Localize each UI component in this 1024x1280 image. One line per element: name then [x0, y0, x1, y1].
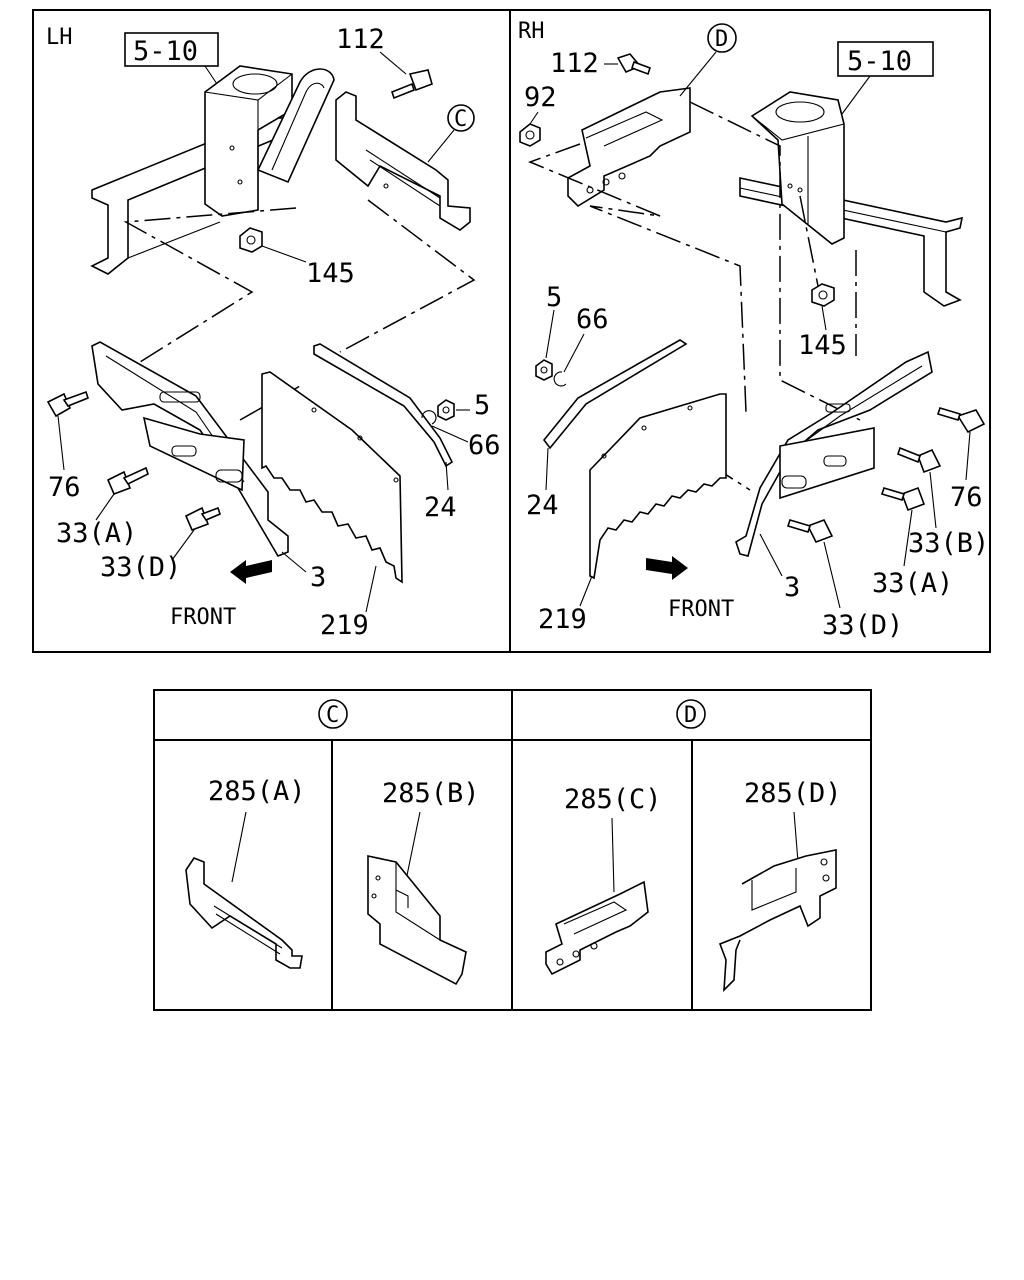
rh-side-label: RH — [518, 19, 545, 44]
lh-bracket-c[interactable] — [335, 91, 471, 231]
rh-callout-d: D — [715, 27, 728, 52]
lh-callout-5: 5 — [474, 390, 490, 421]
lh-front-arrow-icon — [230, 560, 272, 584]
rh-callout-112: 112 — [550, 48, 599, 79]
detail-cell-285b[interactable]: 285(B) — [367, 778, 480, 986]
rh-callout-33d: 33(D) — [822, 610, 903, 641]
rh-stay-24[interactable] — [542, 339, 688, 450]
rh-callout-33a: 33(A) — [872, 568, 953, 599]
detail-cell-285c[interactable]: 285(C) — [545, 784, 662, 976]
lh-callout-145: 145 — [306, 258, 355, 289]
detail-header-c: C — [318, 699, 348, 729]
lh-callout-c: C — [454, 107, 467, 132]
rh-ref-box[interactable] — [837, 41, 934, 77]
detail-header-d: D — [676, 699, 706, 729]
lh-washer-66[interactable] — [421, 410, 437, 425]
rh-ref-box-label: 5-10 — [847, 46, 912, 77]
lh-ref-box[interactable] — [124, 32, 219, 67]
lh-mud-flap-219[interactable] — [261, 371, 403, 584]
rh-stand-bracket — [750, 91, 845, 245]
lh-side-label: LH — [46, 25, 73, 50]
detail-label-285b: 285(B) — [382, 778, 480, 809]
rh-callout-3: 3 — [784, 572, 800, 603]
lh-callout-66: 66 — [468, 430, 501, 461]
rh-washer-66[interactable] — [553, 371, 567, 387]
rh-front-label: FRONT — [668, 597, 734, 622]
main-frame — [32, 9, 991, 653]
detail-header-c-label: C — [326, 703, 339, 728]
lh-bolt-33d[interactable] — [184, 506, 221, 532]
rh-assembly-line-2 — [689, 101, 861, 421]
detail-label-285a: 285(A) — [208, 776, 306, 807]
lh-stay-24[interactable] — [313, 343, 454, 468]
lh-callout-112: 112 — [336, 24, 385, 55]
rh-callout-24: 24 — [526, 490, 559, 521]
detail-label-285d: 285(D) — [744, 778, 842, 809]
detail-table: C D 285(A) 285(B) 285(C) — [153, 689, 872, 1011]
rh-nut-5[interactable] — [535, 359, 553, 381]
rh-callout-76: 76 — [950, 482, 983, 513]
rh-mudguard-bracket-3[interactable] — [735, 350, 933, 557]
lh-nut-145[interactable] — [239, 227, 263, 253]
rh-assembly-line-1 — [527, 143, 747, 413]
detail-label-285c: 285(C) — [564, 784, 662, 815]
detail-cell-285a[interactable]: 285(A) — [185, 776, 306, 969]
rh-nut-145[interactable] — [811, 283, 835, 307]
lh-nut-5[interactable] — [437, 399, 455, 421]
lh-panel: LH 5-10 112 — [46, 24, 501, 641]
rh-callout-33b: 33(B) — [908, 528, 989, 559]
rh-callout-219: 219 — [538, 604, 587, 635]
lh-mudguard-bracket-3[interactable] — [91, 341, 289, 557]
lh-callout-219: 219 — [320, 610, 369, 641]
detail-header-d-label: D — [684, 703, 697, 728]
rh-nut-92[interactable] — [519, 123, 541, 147]
detail-cell-285d[interactable]: 285(D) — [718, 778, 842, 993]
lh-callout-33a: 33(A) — [56, 518, 137, 549]
rh-bolt-112[interactable] — [616, 53, 652, 76]
rh-callout-92: 92 — [524, 82, 557, 113]
rh-bracket-d[interactable] — [567, 87, 691, 208]
rh-bolt-76[interactable] — [936, 407, 986, 434]
rh-frame-rail — [739, 177, 964, 307]
rh-callout-66: 66 — [576, 304, 609, 335]
rh-mud-flap-219[interactable] — [589, 393, 727, 580]
rh-panel: RH 5-10 112 92 — [518, 19, 989, 641]
lh-stand-bracket — [204, 65, 335, 217]
lh-assembly-line-2 — [339, 199, 476, 353]
rh-bolt-33a[interactable] — [880, 486, 926, 512]
lh-assembly-line-1 — [123, 207, 297, 363]
lh-ref-box-label: 5-10 — [133, 36, 198, 67]
rh-callout-5: 5 — [546, 282, 562, 313]
lh-callout-33d: 33(D) — [100, 552, 181, 583]
rh-bolt-33d[interactable] — [786, 518, 834, 544]
lh-bolt-112[interactable] — [391, 69, 433, 100]
rh-callout-145: 145 — [798, 330, 847, 361]
lh-callout-3: 3 — [310, 562, 326, 593]
lh-frame-rail — [90, 117, 303, 275]
rh-bolt-33b[interactable] — [897, 446, 942, 474]
lh-bolt-76[interactable] — [46, 390, 89, 418]
rh-front-arrow-icon — [646, 556, 688, 580]
lh-front-label: FRONT — [170, 605, 236, 630]
lh-callout-76: 76 — [48, 472, 81, 503]
lh-bolt-33a[interactable] — [106, 466, 149, 496]
lh-callout-24: 24 — [424, 492, 457, 523]
